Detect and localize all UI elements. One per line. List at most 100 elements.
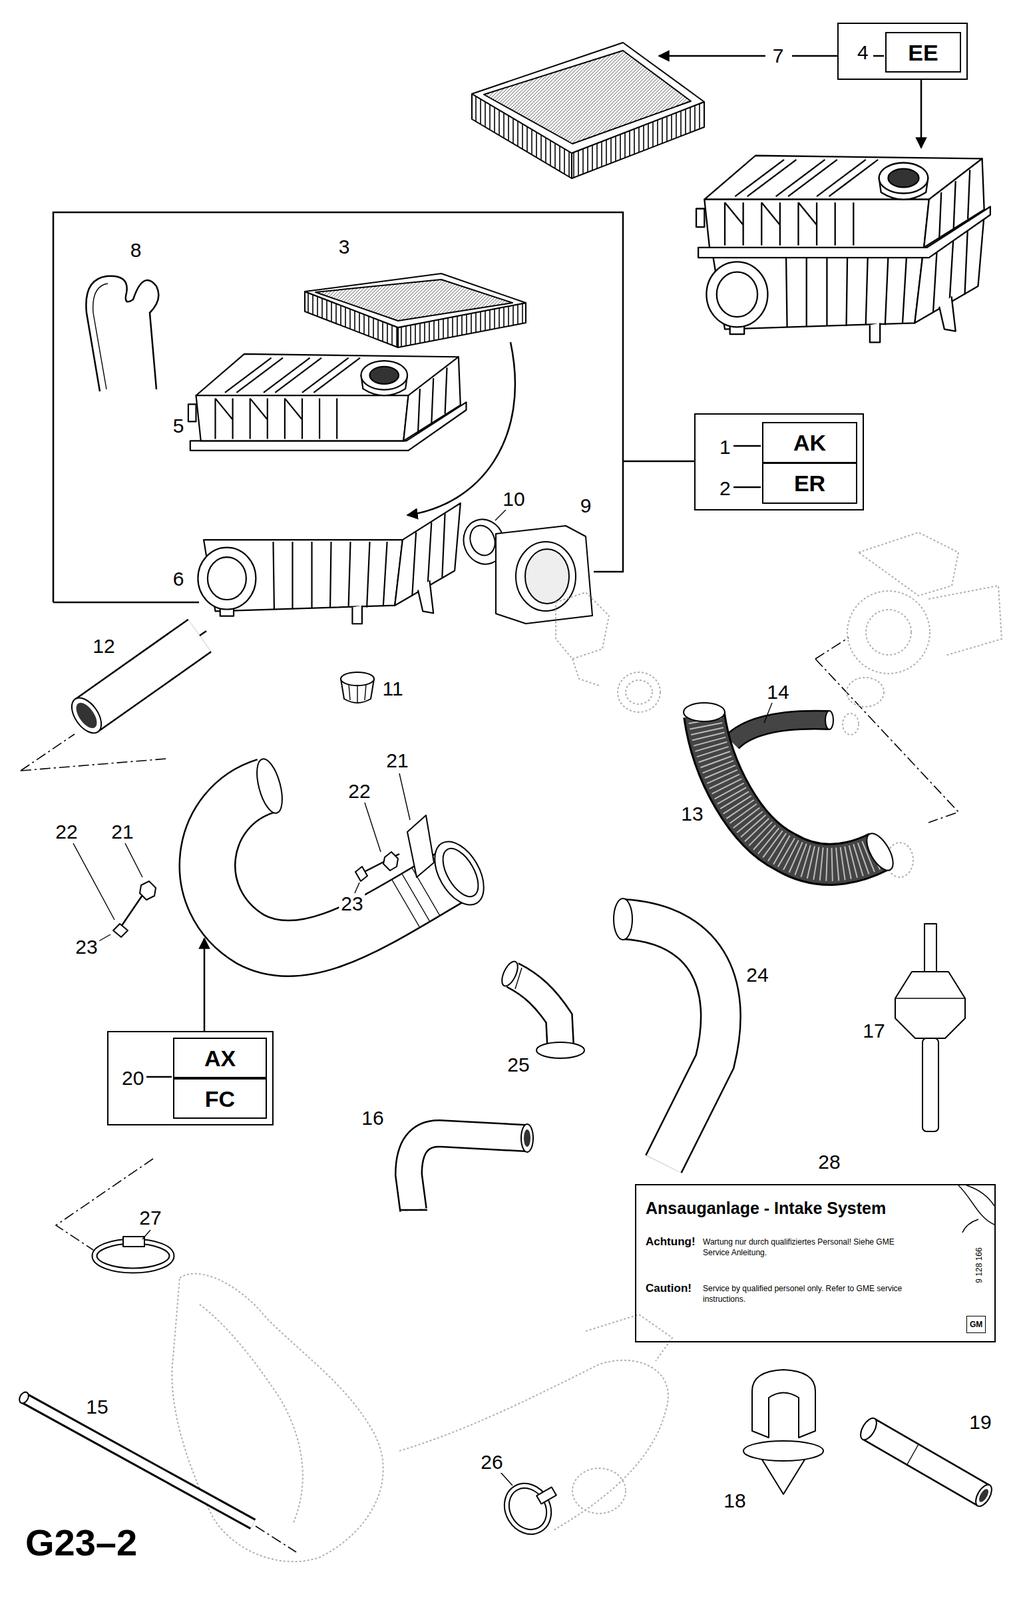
drawing-polygon [483,50,691,144]
vent-hose [23,1397,253,1525]
bolt-head [355,866,368,882]
filter-element [471,42,705,179]
intake-hose [207,786,450,949]
seal-ring [465,521,500,560]
hose [622,919,721,1165]
drawing-path [399,1360,669,1531]
adapter-mouth [515,541,576,612]
pointer-arrow [407,342,516,516]
hose-flange [435,842,486,902]
callout-number: 5 [171,415,187,437]
drawing-path [171,1273,383,1563]
callout-number: 9 [578,495,594,517]
callout-number: 26 [478,1451,505,1473]
bolt [121,895,143,927]
tube-end [977,1487,991,1504]
hose-end [521,1124,534,1153]
callout-number: 25 [505,1054,532,1076]
hose-end [861,829,898,875]
tube [86,635,200,716]
intake-hose [207,786,450,949]
hose-end [825,710,834,730]
fastening-clip [752,1369,816,1438]
drawing-path [555,592,610,659]
guide-line [55,1158,154,1250]
guide-line [255,1526,297,1553]
warning-text: Service by qualified personel only. Refe… [702,1283,903,1305]
drawing-polygon [304,273,526,328]
callout-number: 1 [719,437,731,458]
nut [139,881,156,900]
valve-body [895,997,966,999]
callout-number: 6 [171,568,187,590]
pointer-arrow [203,938,206,1031]
warning-text: Achtung! [645,1235,696,1248]
hose [408,1133,526,1211]
drawing-ellipse [617,672,661,713]
callout-number: 7 [770,45,787,67]
sticker-curl [958,1185,995,1233]
callout-number: 11 [380,678,405,700]
valve-stem [924,923,937,974]
retaining-clip [85,276,159,392]
callout-number: 28 [816,1151,842,1173]
callout-number: 3 [336,236,353,258]
valve-stem [922,1038,939,1132]
drawing-path [928,585,1002,656]
warning-text: Ansauganlage - Intake System [645,1200,886,1217]
callout-number: 21 [109,821,136,843]
callout-number: 23 [338,893,365,915]
callout-number: 2 [719,478,731,499]
callout-number: 10 [500,488,527,510]
adapter-flange [495,525,593,624]
tube [868,1429,984,1496]
hose [408,1133,526,1211]
leader-line [792,55,838,58]
retaining-clip [93,283,108,390]
callout-number: 15 [83,1396,110,1418]
tube [86,635,200,716]
guide-line [815,658,959,823]
code-box: 20AXFC [107,1030,274,1126]
nut [383,851,399,871]
code-text: ER [794,471,826,495]
adapter-mouth [525,549,570,604]
callout-number: 20 [121,1068,144,1089]
drawing-ellipse [842,713,859,735]
group-bracket [53,212,623,603]
callout-number: 8 [128,239,144,261]
drawing-polygon [471,42,705,154]
drawing-path [199,1304,303,1525]
drawing-circle [847,591,930,674]
airbox-lid [188,354,467,451]
callout-number: 21 [384,750,410,772]
callout-number: 27 [137,1207,164,1229]
callout-number: 23 [73,936,100,958]
warning-text: 9 128 166 [975,1247,984,1283]
code-cell: FC [173,1078,267,1119]
tube-end [65,692,108,739]
callout-number: 22 [53,821,80,843]
hose-flange [424,833,494,914]
code-text: EE [907,41,938,64]
callout-number: 22 [346,780,373,803]
mount-tab [407,815,434,878]
tube-step [906,1444,919,1466]
warning-label: Ansauganlage - Intake SystemAchtung! Wart… [634,1184,996,1343]
drawing-path [585,1314,673,1362]
leader-line [73,843,143,943]
hose-end [523,1129,531,1147]
hose-clamp [498,1478,558,1540]
warning-text: Caution! [645,1282,692,1294]
code-box: 12AKER [694,413,864,511]
corrugated-hose [704,714,879,865]
drawing-ellipse [572,1468,626,1514]
warning-text: Wartung nur durch qualifiziertes Persona… [702,1237,903,1258]
drawing-ellipse [625,680,653,705]
corrugated-hose [704,714,879,865]
drawing-path [858,532,959,596]
drawing-path [572,658,600,686]
elbow-flange [536,1042,585,1059]
